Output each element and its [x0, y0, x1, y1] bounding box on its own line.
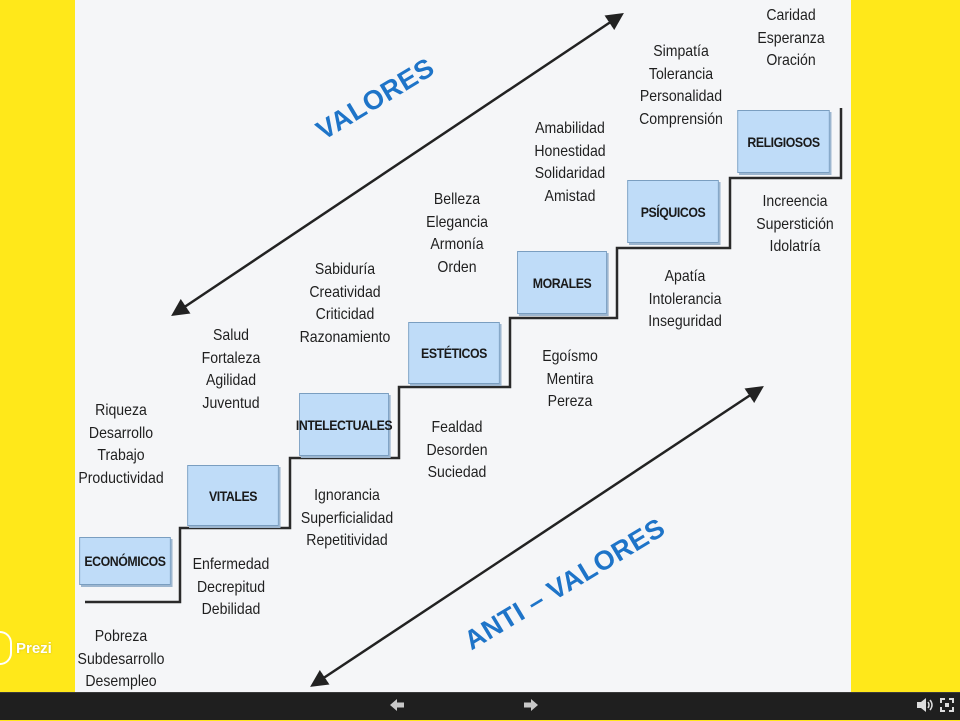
volume-button[interactable] — [914, 693, 938, 721]
diagram-lines — [85, 13, 843, 687]
slide-canvas: ECONÓMICOS VITALES INTELECTUALES ESTÉTIC… — [75, 0, 851, 692]
category-box-esteticos: ESTÉTICOS — [408, 322, 500, 384]
category-box-vitales: VITALES — [187, 465, 279, 526]
fullscreen-icon — [940, 697, 954, 717]
frame-right — [851, 0, 960, 692]
next-step-button[interactable] — [509, 693, 553, 721]
antivalores-arrow — [310, 386, 764, 687]
fullscreen-button[interactable] — [935, 693, 959, 721]
category-box-psiquicos: PSÍQUICOS — [627, 180, 719, 243]
previous-step-button[interactable] — [375, 693, 419, 721]
arrow-left-icon — [390, 698, 404, 716]
category-box-religiosos: RELIGIOSOS — [737, 110, 830, 173]
prezi-logo-icon — [0, 631, 12, 665]
prezi-logo-text: Prezi — [16, 639, 52, 657]
frame-left — [0, 0, 75, 692]
speaker-icon — [917, 697, 935, 717]
presentation-toolbar — [0, 692, 960, 720]
valores-arrow — [171, 13, 624, 316]
arrow-right-icon — [524, 698, 538, 716]
category-box-morales: MORALES — [517, 251, 607, 314]
category-box-economicos: ECONÓMICOS — [79, 537, 171, 585]
category-box-intelectuales: INTELECTUALES — [296, 393, 393, 456]
prezi-logo: Prezi — [0, 627, 52, 669]
